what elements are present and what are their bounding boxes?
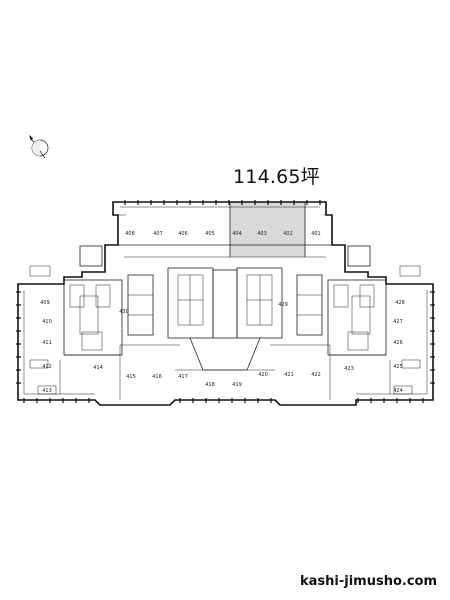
- room-415: 415: [126, 374, 136, 380]
- central-core: [167, 267, 283, 371]
- room-414: 414: [93, 365, 103, 371]
- room-406: 406: [178, 231, 188, 237]
- room-410: 410: [42, 319, 52, 325]
- room-labels: 408 407 406 405 404 403 402 401 409 410 …: [40, 231, 405, 394]
- room-418: 418: [205, 382, 215, 388]
- room-430: 430: [119, 309, 129, 315]
- room-411: 411: [42, 340, 52, 346]
- room-403: 403: [257, 231, 267, 237]
- room-407: 407: [153, 231, 163, 237]
- building-outline: [17, 201, 434, 406]
- room-429: 429: [278, 302, 288, 308]
- watermark: kashi-jimusho.com: [300, 574, 438, 589]
- room-405: 405: [205, 231, 215, 237]
- room-427: 427: [393, 319, 403, 325]
- west-core: [63, 274, 154, 356]
- east-core: [296, 274, 387, 356]
- room-423: 423: [344, 366, 354, 372]
- room-424: 424: [393, 388, 403, 394]
- room-402: 402: [283, 231, 293, 237]
- room-422: 422: [311, 372, 321, 378]
- north-arrow-icon: [29, 135, 49, 159]
- room-417: 417: [178, 374, 188, 380]
- room-425: 425: [393, 364, 403, 370]
- room-419: 419: [232, 382, 242, 388]
- room-401: 401: [311, 231, 321, 237]
- window-ticks: [16, 200, 435, 403]
- room-421: 421: [284, 372, 294, 378]
- area-label: 114.65坪: [233, 166, 320, 188]
- room-428: 428: [395, 300, 405, 306]
- top-office-partitions: [118, 202, 332, 258]
- room-426: 426: [393, 340, 403, 346]
- corner-rooms: [29, 245, 421, 395]
- room-409: 409: [40, 300, 50, 306]
- room-416: 416: [152, 374, 162, 380]
- room-408: 408: [125, 231, 135, 237]
- room-412: 412: [42, 364, 52, 370]
- lower-office-partitions: [59, 344, 391, 400]
- room-420: 420: [258, 372, 268, 378]
- highlighted-area: [230, 202, 305, 257]
- room-404: 404: [232, 231, 242, 237]
- room-413: 413: [42, 388, 52, 394]
